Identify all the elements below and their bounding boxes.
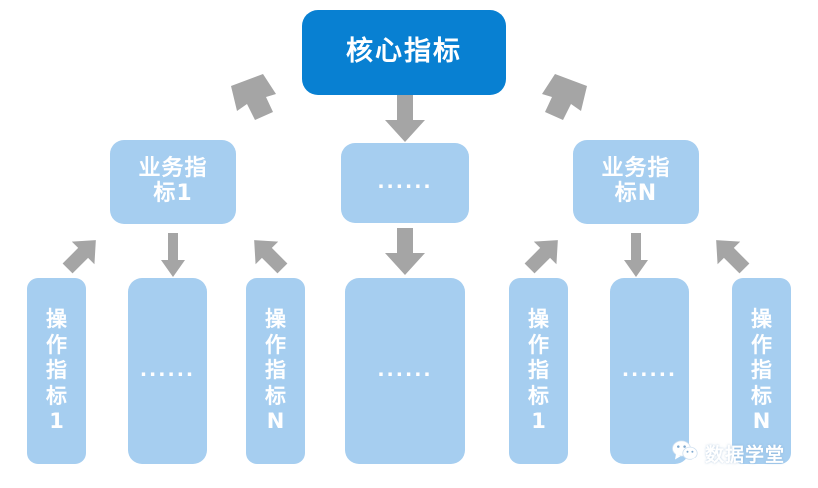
node-operation-indicator-n-left-label: 操作指标N [265, 306, 286, 434]
arrow-business-mid-to-ellipsis [384, 228, 426, 276]
node-operation-indicator-n-left[interactable]: 操作指标N [246, 278, 305, 464]
biz-1-line-2: 标1 [153, 181, 193, 206]
node-business-indicator-1-label: 业务指 标1 [138, 157, 207, 206]
node-business-indicator-1[interactable]: 业务指 标1 [110, 140, 236, 224]
node-operation-ellipsis-left-label: ...... [139, 359, 196, 382]
wechat-icon [672, 440, 698, 467]
arrow-business1-to-dots [160, 233, 186, 278]
biz-n-line-1: 业务指 [601, 156, 671, 182]
node-business-indicator-n-label: 业务指 标N [601, 157, 670, 206]
node-core-indicator[interactable]: 核心指标 [302, 10, 506, 95]
node-operation-indicator-1-right-label: 操作指标1 [528, 306, 549, 434]
node-operation-ellipsis-right-label: ...... [621, 359, 678, 382]
arrow-businessn-to-op1 [512, 232, 574, 278]
watermark-text: 数据学堂 [705, 444, 786, 466]
arrow-core-to-business-n [538, 72, 618, 124]
node-business-ellipsis-label: ...... [377, 171, 433, 194]
arrow-core-to-business-mid [384, 95, 426, 143]
node-operation-ellipsis-left[interactable]: ...... [128, 278, 207, 464]
node-business-indicator-n[interactable]: 业务指 标N [573, 140, 699, 224]
node-operation-ellipsis-middle[interactable]: ...... [345, 278, 465, 464]
arrow-businessn-to-dots [623, 233, 649, 278]
biz-n-line-2: 标N [614, 181, 658, 206]
node-operation-indicator-n-right-label: 操作指标N [751, 306, 772, 434]
node-operation-indicator-1-left[interactable]: 操作指标1 [27, 278, 86, 464]
arrow-businessn-to-opn [700, 232, 762, 278]
node-operation-indicator-1-right[interactable]: 操作指标1 [509, 278, 568, 464]
node-business-indicator-ellipsis[interactable]: ...... [341, 143, 469, 223]
biz-1-line-1: 业务指 [138, 156, 208, 182]
node-operation-indicator-n-right[interactable]: 操作指标N [732, 278, 791, 464]
watermark: 数据学堂 [672, 440, 785, 467]
node-operation-indicator-1-left-label: 操作指标1 [46, 306, 67, 434]
arrow-business1-to-opn [238, 232, 300, 278]
node-operation-ellipsis-middle-label: ...... [377, 359, 433, 382]
node-core-indicator-label: 核心指标 [346, 36, 462, 68]
arrow-core-to-business-1 [200, 72, 280, 124]
arrow-business1-to-op1 [50, 232, 112, 278]
node-operation-ellipsis-right[interactable]: ...... [610, 278, 689, 464]
